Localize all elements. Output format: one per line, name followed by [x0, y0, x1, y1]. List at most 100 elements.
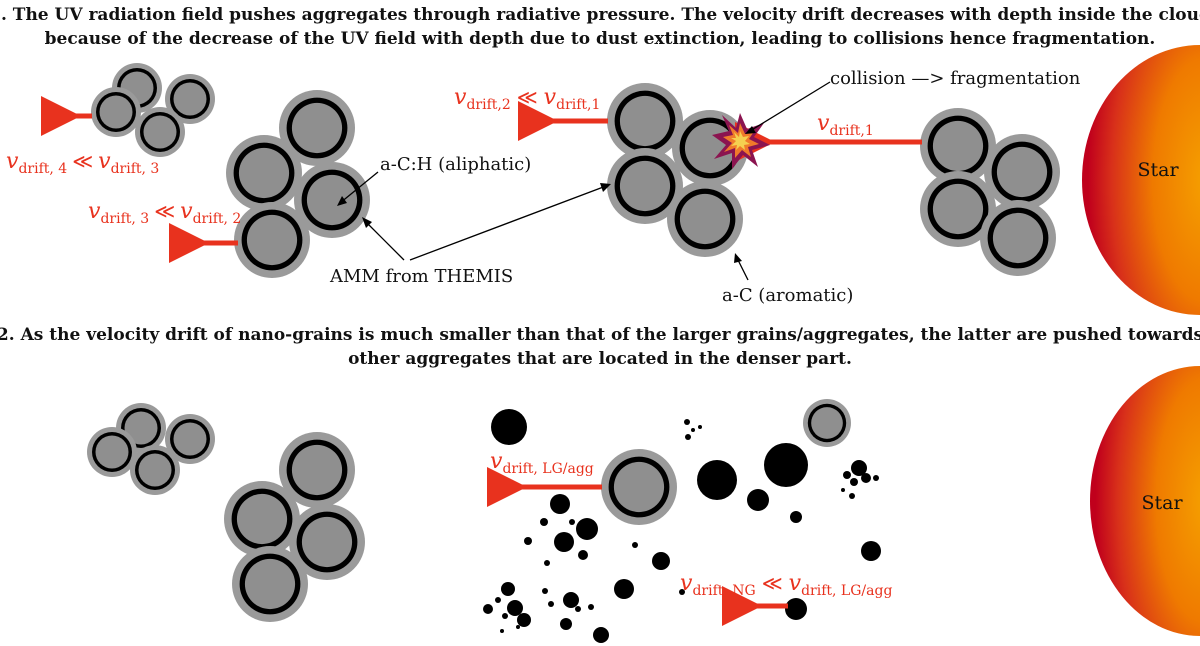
- nano-grain: [548, 601, 554, 607]
- nano-grain: [861, 541, 881, 561]
- nano-grain: [843, 471, 851, 479]
- aggregate-tiny-bottom: [803, 399, 851, 447]
- aggregate-b-top: [607, 83, 748, 257]
- grain: [232, 546, 308, 622]
- grain: [234, 202, 310, 278]
- step1-heading-line1: 1. The UV radiation field pushes aggrega…: [0, 5, 1200, 25]
- nano-grain: [560, 618, 572, 630]
- annot-aromatic-head: [734, 253, 742, 263]
- nano-grain: [850, 478, 858, 486]
- star-half-disc-icon: [1082, 45, 1200, 315]
- grain: [165, 414, 215, 464]
- nano-grain: [849, 493, 855, 499]
- star-top: Star: [1082, 45, 1200, 315]
- aggregates-layer: [87, 63, 1060, 622]
- grain: [920, 171, 996, 247]
- annot-collision-head: [745, 126, 756, 134]
- nano-grain: [593, 627, 609, 643]
- nano-grain: [483, 604, 493, 614]
- drift-arrows: [40, 96, 922, 626]
- nano-grain: [747, 489, 769, 511]
- annot-aliphatic-head: [337, 196, 347, 206]
- nano-grain: [697, 460, 737, 500]
- nano-grain: [614, 579, 634, 599]
- drift-label-ng-vs-lg: vdrift, NG≪vdrift, LG/agg: [680, 571, 892, 599]
- aggregate-small-top: [91, 63, 215, 157]
- step1-heading-line2: because of the decrease of the UV field …: [45, 29, 1156, 49]
- nano-grain: [851, 460, 867, 476]
- aggregate-single-bottom: [601, 449, 677, 525]
- nano-grain: [569, 519, 575, 525]
- aggregate-small-bottom: [87, 403, 215, 495]
- step2-heading-line2: other aggregates that are located in the…: [348, 349, 852, 369]
- nano-grain: [873, 475, 879, 481]
- nano-grain: [502, 613, 508, 619]
- grain: [224, 481, 300, 557]
- grain: [91, 87, 141, 137]
- grain: [279, 432, 355, 508]
- star-half-disc-icon: [1090, 366, 1200, 636]
- grain: [601, 449, 677, 525]
- label-aromatic: a-C (aromatic): [722, 285, 853, 306]
- grain: [135, 107, 185, 157]
- nano-grain: [495, 597, 501, 603]
- grain: [920, 108, 996, 184]
- annot-amm-arrow-right: [409, 185, 607, 261]
- nano-grain: [861, 473, 871, 483]
- nano-grain: [679, 589, 685, 595]
- grain: [607, 148, 683, 224]
- drift-label-3-vs-2: vdrift, 3≪vdrift, 2: [88, 199, 241, 227]
- nano-grain: [575, 606, 581, 612]
- drift-label-lg-agg: vdrift, LG/agg: [490, 449, 594, 477]
- nano-grain: [517, 613, 531, 627]
- nano-grain: [588, 604, 594, 610]
- nano-grain: [685, 434, 691, 440]
- nano-grain: [790, 511, 802, 523]
- grain: [279, 90, 355, 166]
- grain: [803, 399, 851, 447]
- star-bottom-label: Star: [1141, 492, 1183, 514]
- grain: [130, 445, 180, 495]
- annot-amm-arrow-left: [364, 220, 405, 261]
- nano-grain: [542, 588, 548, 594]
- nano-grains-layer: [483, 409, 881, 643]
- nano-grain: [554, 532, 574, 552]
- annot-aliphatic-arrow: [339, 171, 379, 204]
- nano-grain: [698, 425, 702, 429]
- annot-amm-head-right: [600, 183, 611, 192]
- nano-grain: [652, 552, 670, 570]
- annotation-arrows: [337, 81, 831, 281]
- nano-grain: [563, 592, 579, 608]
- grain: [226, 135, 302, 211]
- nano-grain: [576, 518, 598, 540]
- nano-grain: [500, 629, 504, 633]
- nano-grain: [524, 537, 532, 545]
- star-top-label: Star: [1137, 159, 1179, 181]
- annot-amm-head-left: [362, 217, 372, 228]
- nano-grain: [507, 600, 523, 616]
- step2-heading-line1: 2. As the velocity drift of nano-grains …: [0, 325, 1200, 345]
- grain: [667, 181, 743, 257]
- label-amm: AMM from THEMIS: [329, 266, 513, 287]
- nano-grain: [544, 560, 550, 566]
- nano-grain: [501, 582, 515, 596]
- grain: [984, 134, 1060, 210]
- nano-grain: [764, 443, 808, 487]
- nano-grain: [691, 428, 695, 432]
- label-aliphatic: a-C:H (aliphatic): [380, 154, 531, 175]
- nano-grain: [841, 488, 845, 492]
- aggregate-c-top: [920, 108, 1060, 276]
- nano-grain: [516, 625, 520, 629]
- nano-grain: [684, 419, 690, 425]
- drift-label-4-vs-3: vdrift, 4≪vdrift, 3: [6, 149, 159, 177]
- aggregate-a-bottom: [224, 432, 365, 622]
- grain: [980, 200, 1056, 276]
- annot-collision-arrow: [749, 81, 831, 132]
- grain: [607, 83, 683, 159]
- nano-grain: [785, 598, 807, 620]
- aggregate-a-top: [226, 90, 370, 278]
- grain: [294, 162, 370, 238]
- nano-grain: [491, 409, 527, 445]
- drift-label-1: vdrift,1: [817, 111, 874, 139]
- nano-grain: [550, 494, 570, 514]
